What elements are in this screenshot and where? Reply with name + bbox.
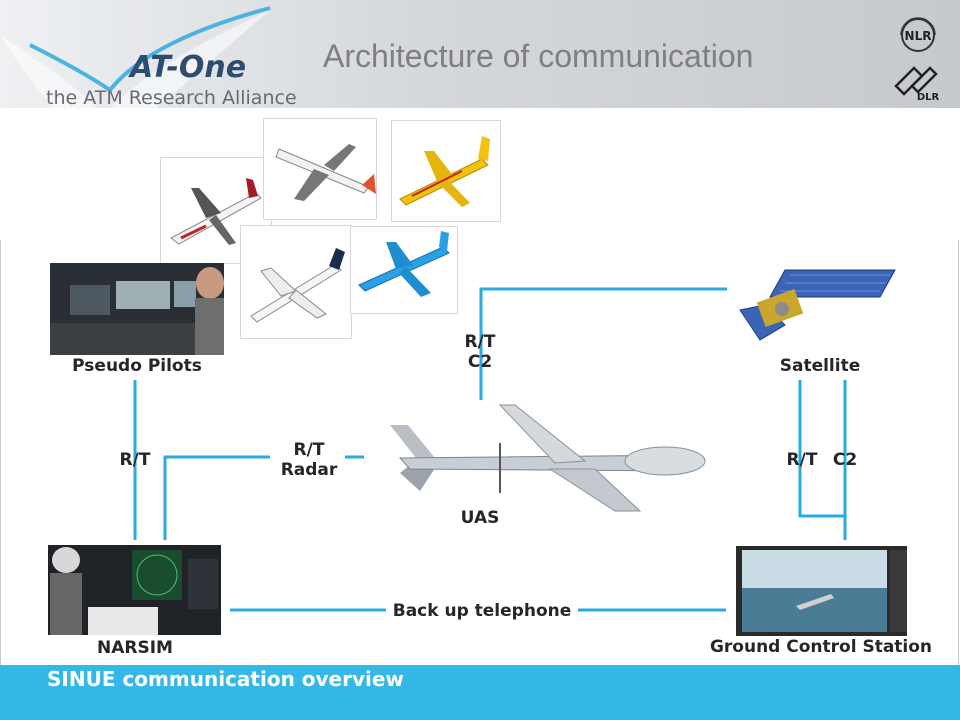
footer-bar — [0, 665, 960, 720]
svg-text:DLR: DLR — [917, 92, 940, 102]
aircraft-image-3 — [391, 120, 501, 222]
rt-satellite-link-label: R/T — [786, 450, 818, 470]
uas-satellite-line — [479, 287, 727, 400]
narsim-radar-line-a — [163, 455, 270, 540]
brand-swoosh-icon — [29, 6, 271, 93]
uas-image — [380, 403, 710, 513]
c2-satellite-link-label: C2 — [832, 450, 858, 470]
aircraft-image-5 — [350, 226, 458, 314]
rt-c2-link-label-line1: R/T — [464, 332, 496, 352]
rt-radar-link-label-line2: Radar — [280, 460, 338, 480]
right-frame-line — [958, 240, 959, 665]
left-frame-line — [0, 240, 1, 665]
rt-c2-link-label: R/T C2 — [455, 332, 505, 372]
satellite-image — [730, 265, 900, 355]
brand-tagline: the ATM Research Alliance — [46, 87, 297, 109]
backup-telephone-label: Back up telephone — [392, 601, 572, 621]
rt-left-link-label: R/T — [119, 450, 151, 470]
page-title: Architecture of communication — [323, 38, 754, 74]
brand-name: AT-One — [130, 50, 247, 85]
rt-radar-link-label-line1: R/T — [293, 440, 325, 460]
ground-control-station-label: Ground Control Station — [709, 637, 933, 657]
rt-c2-link-label-line2: C2 — [467, 352, 493, 372]
svg-text:NLR: NLR — [905, 29, 932, 43]
dlr-logo: DLR — [894, 66, 940, 102]
pseudo-pilots-photo — [50, 263, 224, 355]
aircraft-image-4 — [240, 225, 352, 339]
footer-title: SINUE communication overview — [47, 667, 404, 691]
nlr-logo: NLR — [900, 17, 936, 52]
narsim-photo — [48, 545, 221, 635]
ground-control-station-photo — [736, 546, 907, 636]
narsim-label: NARSIM — [97, 638, 173, 658]
sat-gcs-rt-line — [798, 380, 845, 518]
satellite-label: Satellite — [779, 356, 861, 376]
rt-radar-link-label: R/T Radar — [275, 440, 343, 480]
uas-label: UAS — [460, 508, 500, 528]
header-swoosh — [0, 6, 271, 148]
aircraft-image-2 — [263, 118, 377, 220]
pseudo-pilots-label: Pseudo Pilots — [72, 356, 202, 376]
